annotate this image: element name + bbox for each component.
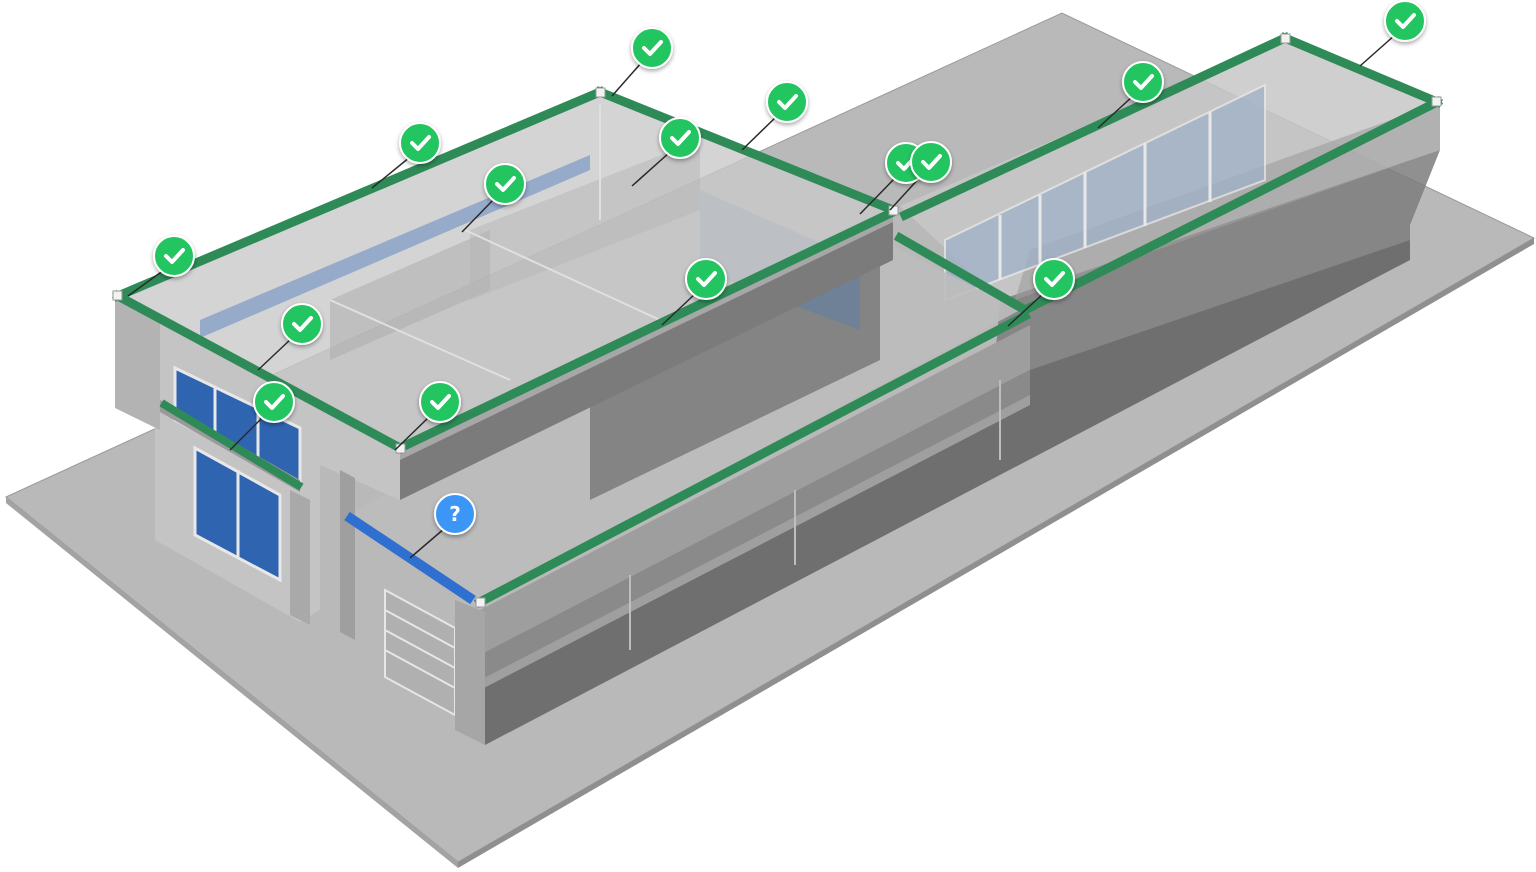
check-icon	[1395, 13, 1416, 29]
leader-line	[394, 415, 431, 451]
verified-marker-2[interactable]	[399, 122, 441, 164]
verified-marker-3[interactable]	[153, 235, 195, 277]
leader-line	[409, 527, 446, 559]
roof-edge-garage-front[interactable]	[473, 309, 1032, 609]
leader-line	[257, 337, 293, 371]
verified-marker-9[interactable]	[766, 81, 808, 123]
check-icon	[430, 394, 451, 410]
check-icon	[292, 316, 313, 332]
verified-marker-15[interactable]	[1384, 0, 1426, 42]
check-icon	[642, 40, 663, 56]
verified-marker-11[interactable]	[910, 141, 952, 183]
leader-line	[889, 175, 922, 211]
leader-line	[1359, 34, 1396, 67]
marker-badge[interactable]	[910, 141, 952, 183]
roof-edge-right-main[interactable]	[594, 86, 899, 216]
check-icon	[410, 135, 431, 151]
check-icon	[264, 394, 285, 410]
front-long-wall	[480, 240, 1410, 745]
marker-badge[interactable]	[659, 117, 701, 159]
marker-badge[interactable]	[434, 493, 476, 535]
leader-line	[127, 269, 165, 297]
leader-line	[611, 61, 643, 97]
leader-line	[371, 156, 411, 189]
check-icon	[1133, 74, 1154, 90]
verified-marker-5[interactable]	[253, 381, 295, 423]
question-icon: ?	[449, 502, 461, 526]
marker-badge[interactable]	[1033, 258, 1075, 300]
corner-nodes	[112, 33, 1442, 608]
wing-window-row	[944, 83, 1266, 302]
marker-badge[interactable]	[631, 27, 673, 69]
unverified-marker[interactable]: ?	[434, 493, 476, 535]
leader-line	[741, 115, 778, 151]
marker-badge[interactable]	[685, 258, 727, 300]
verified-marker-4[interactable]	[281, 303, 323, 345]
verified-marker-12[interactable]	[685, 258, 727, 300]
verified-marker-8[interactable]	[659, 117, 701, 159]
marker-badge[interactable]	[1122, 61, 1164, 103]
leader-line	[461, 197, 496, 233]
check-icon	[670, 130, 691, 146]
marker-badge[interactable]	[253, 381, 295, 423]
verified-marker-14[interactable]	[1033, 258, 1075, 300]
leader-line	[1097, 95, 1134, 129]
roof-edge-left-main[interactable]	[111, 289, 407, 455]
check-icon	[696, 271, 717, 287]
leader-line	[229, 415, 265, 451]
verified-marker-13[interactable]	[1122, 61, 1164, 103]
verification-markers[interactable]: ?	[153, 0, 1426, 535]
roof-edge-wing-rear[interactable]	[899, 32, 1291, 221]
marker-badge[interactable]	[766, 81, 808, 123]
lower-glazing	[193, 445, 282, 583]
roof-edge-rear-main[interactable]	[112, 86, 606, 302]
verified-roof-edges[interactable]	[111, 32, 1444, 609]
leader-line	[859, 176, 897, 215]
check-icon	[495, 176, 516, 192]
roof-edge-wing-end[interactable]	[1279, 32, 1443, 108]
marker-badge[interactable]	[281, 303, 323, 345]
leader-line	[631, 151, 671, 187]
marker-badge[interactable]	[484, 163, 526, 205]
verified-marker-6[interactable]	[419, 381, 461, 423]
leader-line	[661, 292, 697, 326]
roof-edge-wing-front[interactable]	[1018, 95, 1444, 317]
marker-badge[interactable]	[1384, 0, 1426, 42]
roof-edge-front-main[interactable]	[393, 205, 900, 455]
leader-line	[1007, 292, 1045, 327]
marker-badge[interactable]	[419, 381, 461, 423]
marker-badge[interactable]	[399, 122, 441, 164]
marker-badge[interactable]	[153, 235, 195, 277]
roof-edge-wing-link[interactable]	[893, 231, 1032, 317]
check-icon	[921, 154, 942, 170]
check-icon	[1044, 271, 1065, 287]
verified-marker-7[interactable]	[484, 163, 526, 205]
marker-leaders	[127, 34, 1396, 559]
check-icon	[777, 94, 798, 110]
check-icon	[164, 248, 185, 264]
verified-marker-1[interactable]	[631, 27, 673, 69]
canopy-edge[interactable]	[159, 399, 304, 491]
